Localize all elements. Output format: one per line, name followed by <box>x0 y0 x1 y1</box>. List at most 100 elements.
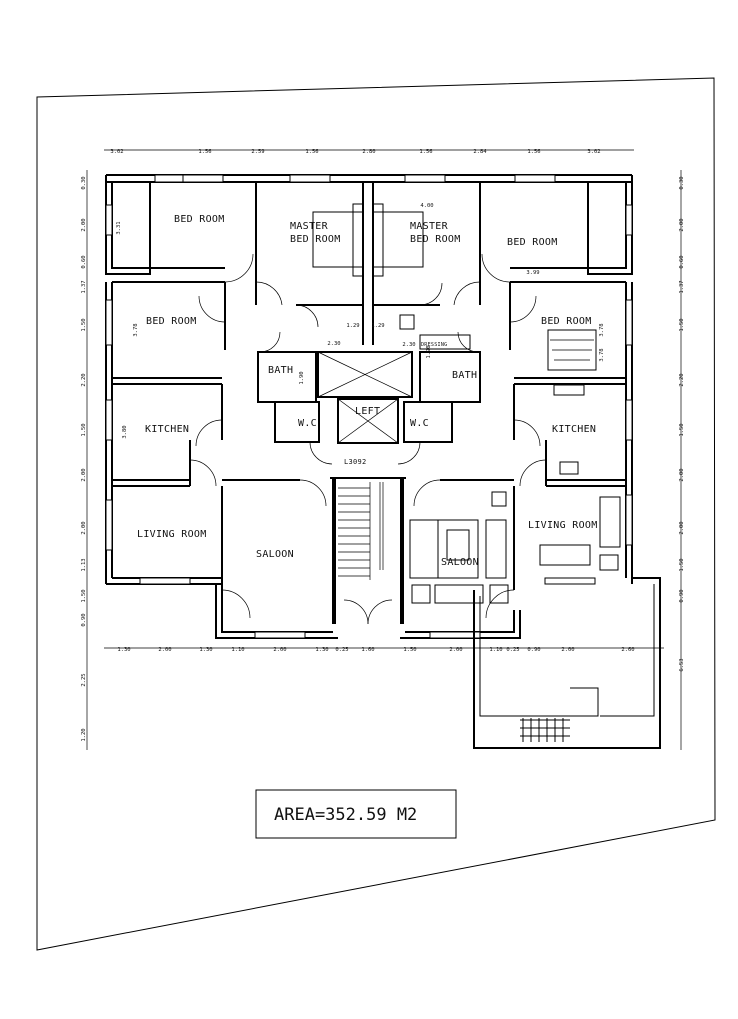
bottom-dim-label: 1.10 <box>489 647 502 653</box>
right-dim-label: 2.00 <box>679 468 685 481</box>
room-label-master-bed-room-right: MASTER <box>410 221 449 232</box>
room-label-stair: L3092 <box>344 458 367 466</box>
interior-dim-label: 3.78 <box>133 323 139 336</box>
area-box <box>255 789 457 839</box>
left-dim-label: 2.00 <box>81 468 87 481</box>
right-dim-label: 2.20 <box>679 373 685 386</box>
top-dim-label: 3.02 <box>587 149 600 155</box>
top-dim-label: 2.84 <box>473 149 487 155</box>
room-label-master-bed-room-right-2: BED ROOM <box>410 234 461 245</box>
room-label-saloon-right: SALOON <box>441 557 479 568</box>
interior-dim-label: 3.99 <box>526 270 539 276</box>
interior-dim-label: 1.29 <box>346 323 359 329</box>
bottom-dim-label: 1.50 <box>403 647 416 653</box>
room-label-wc-left: W.C <box>298 418 317 429</box>
room-label-living-room-left: LIVING ROOM <box>137 529 207 540</box>
left-dim-label: 1.13 <box>81 558 87 571</box>
bottom-dim-label: 0.90 <box>527 647 540 653</box>
left-dim-label: 1.20 <box>81 728 87 741</box>
top-dim-label: 1.56 <box>198 149 211 155</box>
bottom-dim-label: 1.30 <box>199 647 212 653</box>
room-labels: BED ROOM MASTER BED ROOM MASTER BED ROOM… <box>137 214 598 568</box>
bottom-dimension-labels: 1.30 2.00 1.30 1.10 2.00 1.30 0.25 1.60 1.50 2.00… <box>117 647 634 653</box>
bottom-dim-label: 2.00 <box>561 647 574 653</box>
room-label-kitchen-right: KITCHEN <box>552 424 596 435</box>
bottom-dim-label: 2.00 <box>449 647 462 653</box>
interior-dim-label: 3.31 <box>116 221 122 234</box>
left-dim-label: 1.50 <box>81 318 87 331</box>
left-dim-label: 2.00 <box>81 521 87 534</box>
top-dim-label: 1.56 <box>527 149 540 155</box>
room-label-bed-room-2: BED ROOM <box>507 237 558 248</box>
right-dim-label: 1.50 <box>679 558 685 571</box>
windows <box>105 174 633 639</box>
interior-dim-label: 4.00 <box>420 203 433 209</box>
porch <box>473 577 661 749</box>
right-dim-label: 2.00 <box>679 521 685 534</box>
interior-dim-label: 2.30 <box>327 341 340 347</box>
left-dimension-labels: 0.30 2.00 0.60 1.37 1.50 2.20 1.50 2.00 2.00 1.13… <box>81 176 87 741</box>
room-label-bed-room-1: BED ROOM <box>174 214 225 225</box>
interior-dim-label: 2.30 <box>402 342 415 348</box>
interior-dim-label: 3.78 <box>599 348 605 361</box>
room-label-saloon-left: SALOON <box>256 549 294 560</box>
bottom-dim-label: 1.10 <box>231 647 244 653</box>
area-label: AREA=352.59 M2 <box>274 805 417 825</box>
top-dim-label: 2.59 <box>251 149 264 155</box>
left-dim-label: 2.25 <box>81 673 87 686</box>
stair-treads <box>338 482 384 580</box>
room-label-wc-right: W.C <box>410 418 429 429</box>
right-dim-label: 2.00 <box>679 218 685 231</box>
furniture <box>312 203 621 604</box>
bottom-dim-label: 1.30 <box>315 647 328 653</box>
bottom-dim-label: 1.30 <box>117 647 130 653</box>
top-dim-label: 1.56 <box>305 149 318 155</box>
right-dim-label: 6.53 <box>679 658 685 671</box>
room-label-lift: LEFT <box>355 406 380 417</box>
bottom-dim-label: 1.60 <box>361 647 374 653</box>
interior-dim-label: 1.90 <box>299 371 305 384</box>
left-dim-label: 0.90 <box>81 613 87 626</box>
room-label-bed-room-4: BED ROOM <box>541 316 592 327</box>
interior-dimension-labels: 3.31 3.78 3.80 4.00 3.99 2.30 1.29 1.29 1.90 1.90… <box>116 203 605 439</box>
right-dim-label: 0.90 <box>679 589 685 602</box>
interior-dim-label: 3.78 <box>599 323 605 336</box>
bottom-dim-label: 2.00 <box>158 647 171 653</box>
door-swings <box>189 253 547 625</box>
bottom-dim-label: 2.00 <box>273 647 286 653</box>
right-dim-label: 1.50 <box>679 318 685 331</box>
room-label-bath-left: BATH <box>268 365 293 376</box>
room-label-dressing: DRESSING <box>421 342 447 348</box>
right-dim-label: 0.60 <box>679 255 685 268</box>
left-dim-label: 2.00 <box>81 218 87 231</box>
interior-dim-label: 1.29 <box>371 323 384 329</box>
room-label-living-room-right: LIVING ROOM <box>528 520 598 531</box>
site-boundary <box>36 77 716 951</box>
left-dim-label: 1.37 <box>81 280 87 293</box>
interior-dim-label: 3.80 <box>122 425 128 438</box>
right-dim-label: 0.30 <box>679 176 685 189</box>
room-label-master-bed-room-left-2: BED ROOM <box>290 234 341 245</box>
right-dimension-labels: 0.30 2.00 0.60 1.37 1.50 2.20 1.50 2.00 2.00 1.50… <box>679 176 685 671</box>
left-dim-label: 0.30 <box>81 176 87 189</box>
dimension-lines <box>86 149 682 750</box>
bottom-dim-label: 0.25 <box>335 647 348 653</box>
right-dim-label: 1.50 <box>679 423 685 436</box>
bottom-dim-label: 2.60 <box>621 647 634 653</box>
room-label-bath-right: BATH <box>452 370 477 381</box>
room-label-bed-room-3: BED ROOM <box>146 316 197 327</box>
bottom-dim-label: 0.25 <box>506 647 519 653</box>
left-dim-label: 2.20 <box>81 373 87 386</box>
left-dim-label: 0.60 <box>81 255 87 268</box>
top-dim-label: 1.56 <box>419 149 432 155</box>
top-dim-label: 2.80 <box>362 149 375 155</box>
left-dim-label: 1.50 <box>81 589 87 602</box>
room-label-kitchen-left: KITCHEN <box>145 424 189 435</box>
interior-walls <box>112 182 626 624</box>
right-dim-label: 1.37 <box>679 280 685 293</box>
left-dim-label: 1.50 <box>81 423 87 436</box>
room-label-master-bed-room-left: MASTER <box>290 221 329 232</box>
interior-dim-label: 1.90 <box>426 345 432 358</box>
